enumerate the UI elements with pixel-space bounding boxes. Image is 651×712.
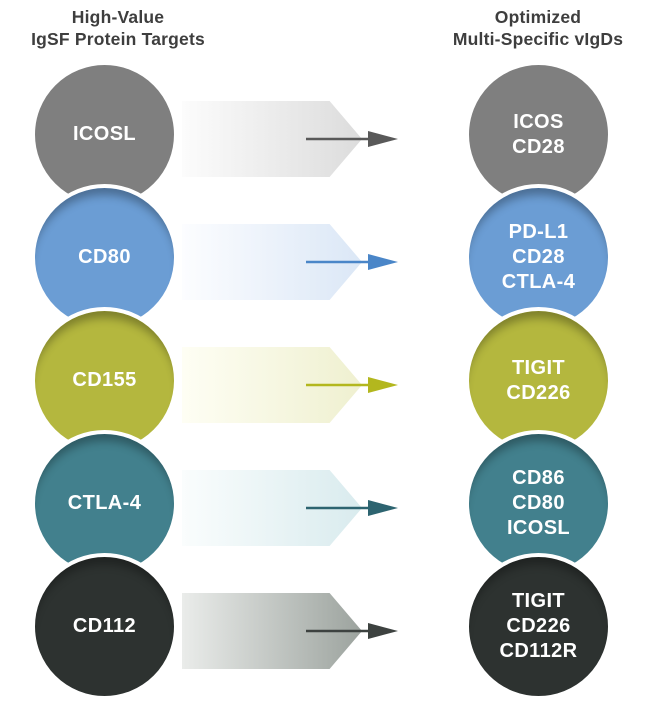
row-cd80: CD80 PD-L1 CD28 CTLA-4 [0, 184, 651, 331]
vigd-label: TIGIT CD226 [506, 356, 571, 404]
target-label: CD80 [78, 246, 131, 268]
left-column-title: High-Value IgSF Protein Targets [31, 7, 205, 50]
vigd-label: ICOS CD28 [512, 110, 565, 158]
flow-arrow-icon [306, 500, 398, 516]
row-cd112: CD112 TIGIT CD226 CD112R [0, 553, 651, 700]
flow-arrow-icon [306, 377, 398, 393]
target-label: ICOSL [72, 123, 137, 145]
target-label: CD112 [72, 615, 137, 637]
vigd-circle-tigit-cd226-cd112r: TIGIT CD226 CD112R [465, 553, 612, 700]
vigd-circle-icos-cd28: ICOS CD28 [465, 61, 612, 208]
vigd-label: TIGIT CD226 CD112R [499, 590, 578, 662]
row-icosl: ICOSL ICOS CD28 [0, 61, 651, 208]
target-circle-cd80: CD80 [31, 184, 178, 331]
flow-arrow-icon [306, 254, 398, 270]
target-circle-cd155: CD155 [31, 307, 178, 454]
vigd-circle-tigit-cd226: TIGIT CD226 [465, 307, 612, 454]
right-column-title: Optimized Multi-Specific vIgDs [452, 7, 624, 50]
vigd-label: CD86 CD80 ICOSL [506, 467, 571, 539]
flow-arrow-icon [306, 623, 398, 639]
target-label: CD155 [72, 369, 137, 391]
flow-arrow-icon [306, 131, 398, 147]
target-circle-cd112: CD112 [31, 553, 178, 700]
target-circle-icosl: ICOSL [31, 61, 178, 208]
row-cd155: CD155 TIGIT CD226 [0, 307, 651, 454]
row-ctla4: CTLA-4 CD86 CD80 ICOSL [0, 430, 651, 577]
target-circle-ctla4: CTLA-4 [31, 430, 178, 577]
vigd-label: PD-L1 CD28 CTLA-4 [501, 221, 576, 293]
target-label: CTLA-4 [67, 492, 142, 514]
